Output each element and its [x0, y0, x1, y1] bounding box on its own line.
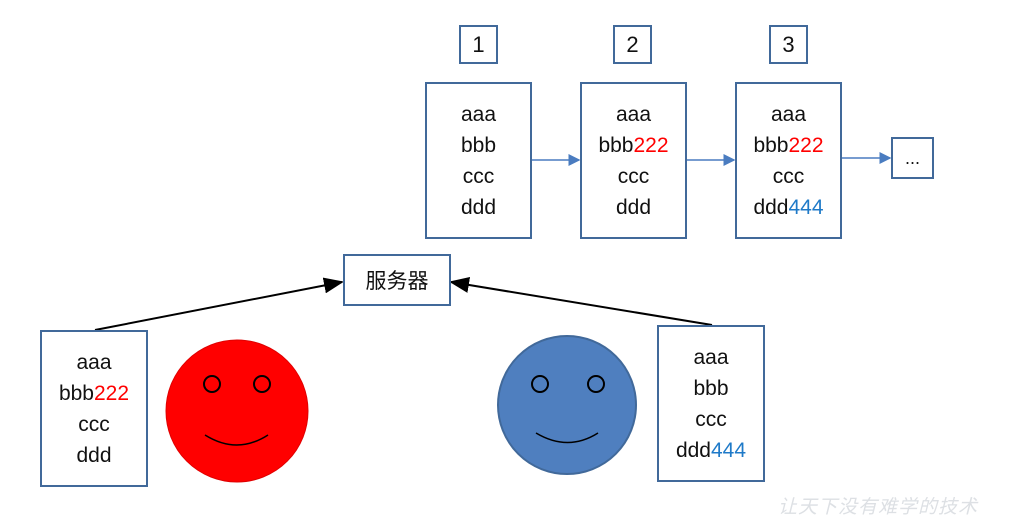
- doc-line: ddd444: [753, 192, 823, 223]
- right-client-doc: aaa bbb ccc ddd444: [657, 325, 765, 482]
- line-text: ddd: [76, 443, 112, 467]
- line-text: aaa: [615, 102, 652, 126]
- line-change: 444: [788, 195, 824, 219]
- line-text: bbb: [753, 133, 789, 157]
- arrow-right-to-server: [449, 277, 713, 326]
- doc-line: bbb: [461, 130, 496, 161]
- line-text: ddd: [460, 195, 497, 219]
- more-versions-box: ...: [891, 137, 934, 179]
- doc-line: ccc: [773, 161, 805, 192]
- doc-line: ddd: [461, 192, 496, 223]
- line-change: 222: [94, 381, 130, 405]
- doc-line: ccc: [463, 161, 495, 192]
- line-text: aaa: [460, 102, 497, 126]
- server-label: 服务器: [365, 269, 429, 293]
- line-text: ccc: [462, 164, 495, 188]
- version-number: 2: [626, 31, 639, 57]
- line-text: bbb: [598, 133, 634, 157]
- doc-line: aaa: [76, 347, 111, 378]
- doc-line: bbb: [693, 373, 728, 404]
- doc-line: bbb222: [59, 378, 129, 409]
- doc-line: bbb222: [598, 130, 668, 161]
- server-box: 服务器: [343, 254, 451, 306]
- version-label-3: 3: [769, 25, 808, 64]
- red-smiley-face: [165, 339, 309, 483]
- version-label-1: 1: [459, 25, 498, 64]
- line-text: bbb: [460, 133, 497, 157]
- arrow-left-to-server: [94, 277, 344, 331]
- line-text: ccc: [772, 164, 805, 188]
- ellipsis: ...: [904, 147, 920, 168]
- doc-line: aaa: [461, 99, 496, 130]
- doc-line: ccc: [695, 404, 727, 435]
- line-text: ccc: [617, 164, 650, 188]
- doc-line: ddd444: [676, 435, 746, 466]
- version-label-2: 2: [613, 25, 652, 64]
- line-text: aaa: [76, 350, 112, 374]
- doc-line: ddd: [76, 440, 111, 471]
- version-number: 3: [782, 31, 795, 57]
- line-change: 444: [711, 438, 747, 462]
- line-change: 222: [633, 133, 669, 157]
- blue-smiley-face: [497, 335, 637, 475]
- line-text: ddd: [675, 438, 711, 462]
- line-text: ccc: [78, 412, 110, 436]
- watermark: 让天下没有难学的技术: [778, 496, 979, 518]
- doc-line: aaa: [693, 342, 728, 373]
- doc-line: ccc: [618, 161, 650, 192]
- line-text: ddd: [753, 195, 789, 219]
- doc-line: aaa: [616, 99, 651, 130]
- version-number: 1: [472, 31, 485, 57]
- line-text: ccc: [695, 407, 727, 431]
- line-text: aaa: [770, 102, 807, 126]
- version-doc-3: aaa bbb222 ccc ddd444: [735, 82, 842, 239]
- doc-line: ccc: [78, 409, 110, 440]
- left-client-doc: aaa bbb222 ccc ddd: [40, 330, 148, 487]
- line-text: bbb: [58, 381, 94, 405]
- doc-line: ddd: [616, 192, 651, 223]
- line-change: 222: [788, 133, 824, 157]
- line-text: bbb: [693, 376, 729, 400]
- line-text: aaa: [693, 345, 729, 369]
- doc-line: bbb222: [753, 130, 823, 161]
- doc-line: aaa: [771, 99, 806, 130]
- version-doc-2: aaa bbb222 ccc ddd: [580, 82, 687, 239]
- line-text: ddd: [615, 195, 652, 219]
- version-doc-1: aaa bbb ccc ddd: [425, 82, 532, 239]
